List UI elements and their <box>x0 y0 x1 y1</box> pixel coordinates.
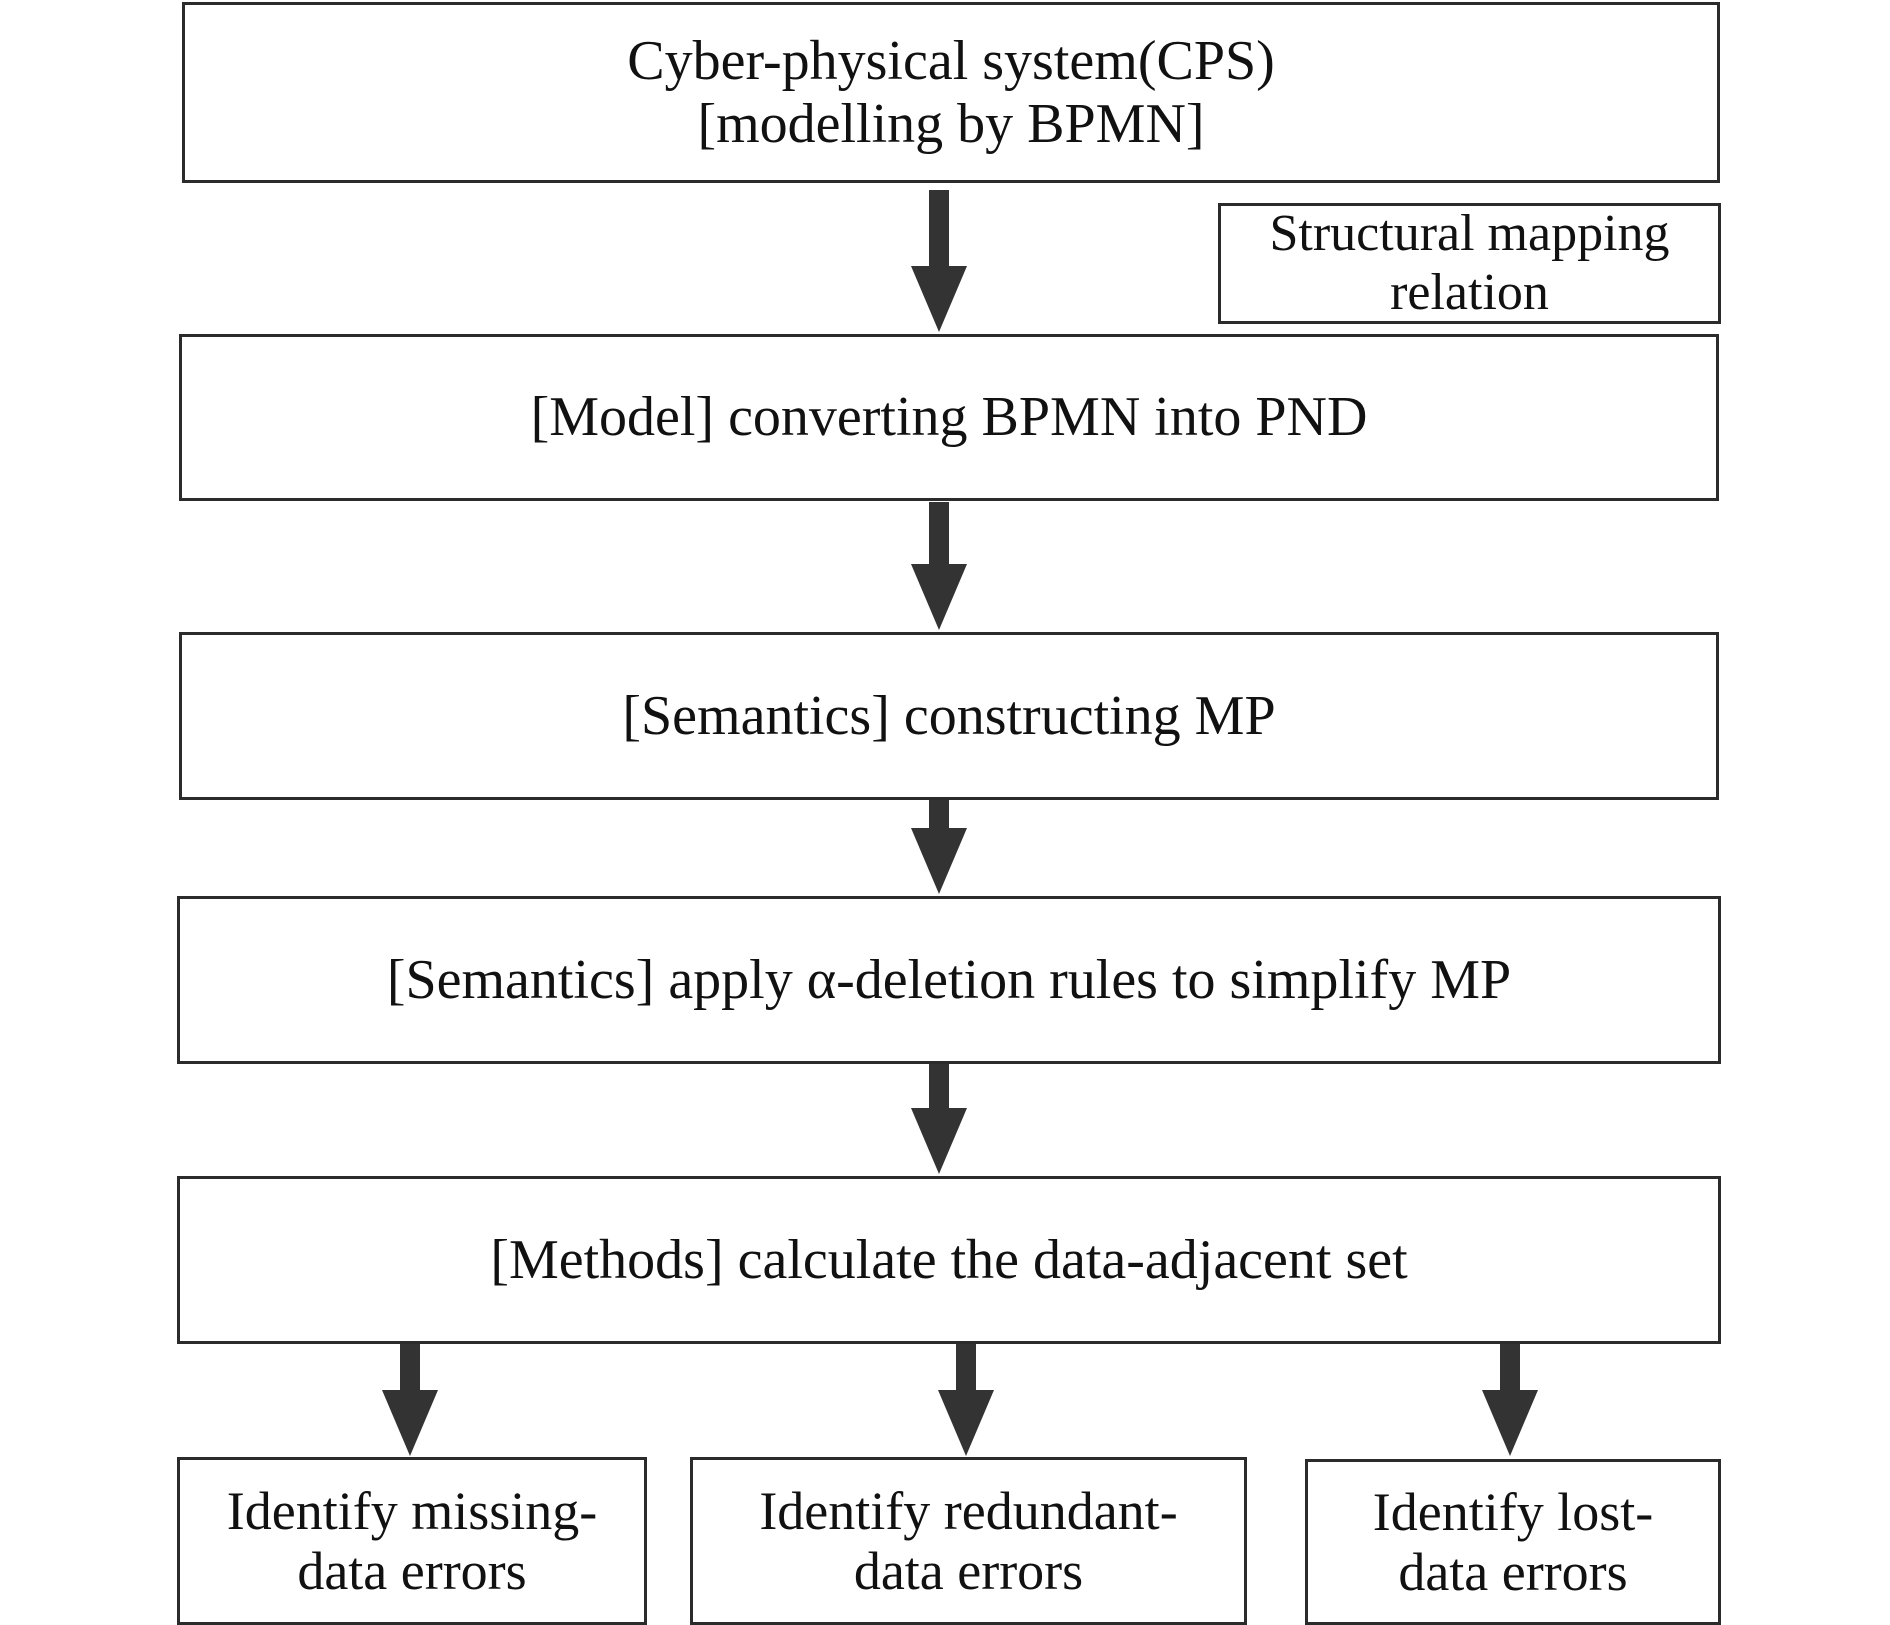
output-missing-data-box: Identify missing- data errors <box>177 1457 647 1625</box>
semantics-simplify-text: [Semantics] apply α-deletion rules to si… <box>386 948 1512 1011</box>
semantics-simplify-box: [Semantics] apply α-deletion rules to si… <box>177 896 1721 1064</box>
arrow-simplify-to-methods <box>911 1064 967 1174</box>
mapping-note-line1: Structural mapping <box>1269 205 1670 263</box>
arrow-cps-to-model <box>911 190 967 332</box>
model-box: [Model] converting BPMN into PND <box>179 334 1719 501</box>
output-missing-line2: data errors <box>297 1541 527 1601</box>
mapping-note-line2: relation <box>1390 263 1549 321</box>
arrow-methods-to-redundant <box>938 1344 994 1456</box>
methods-box-text: [Methods] calculate the data-adjacent se… <box>490 1228 1408 1291</box>
semantics-construct-box: [Semantics] constructing MP <box>179 632 1719 800</box>
arrow-methods-to-missing <box>382 1344 438 1456</box>
output-redundant-line1: Identify redundant- <box>759 1480 1178 1541</box>
output-redundant-data-box: Identify redundant- data errors <box>690 1457 1247 1625</box>
arrow-methods-to-lost <box>1482 1344 1538 1456</box>
output-lost-line2: data errors <box>1398 1542 1628 1602</box>
output-redundant-line2: data errors <box>853 1541 1084 1601</box>
semantics-construct-text: [Semantics] constructing MP <box>622 684 1276 747</box>
cps-box-line1: Cyber-physical system(CPS) <box>627 29 1275 92</box>
output-lost-line1: Identify lost- <box>1372 1481 1654 1542</box>
mapping-note-box: Structural mapping relation <box>1218 203 1721 324</box>
output-lost-data-box: Identify lost- data errors <box>1305 1459 1721 1625</box>
arrow-construct-to-simplify <box>911 800 967 894</box>
arrow-model-to-construct <box>911 502 967 630</box>
cps-box-line2: [modelling by BPMN] <box>697 92 1205 155</box>
cps-box: Cyber-physical system(CPS) [modelling by… <box>182 2 1720 183</box>
output-missing-line1: Identify missing- <box>226 1480 598 1541</box>
methods-box: [Methods] calculate the data-adjacent se… <box>177 1176 1721 1344</box>
model-box-text: [Model] converting BPMN into PND <box>530 386 1368 449</box>
